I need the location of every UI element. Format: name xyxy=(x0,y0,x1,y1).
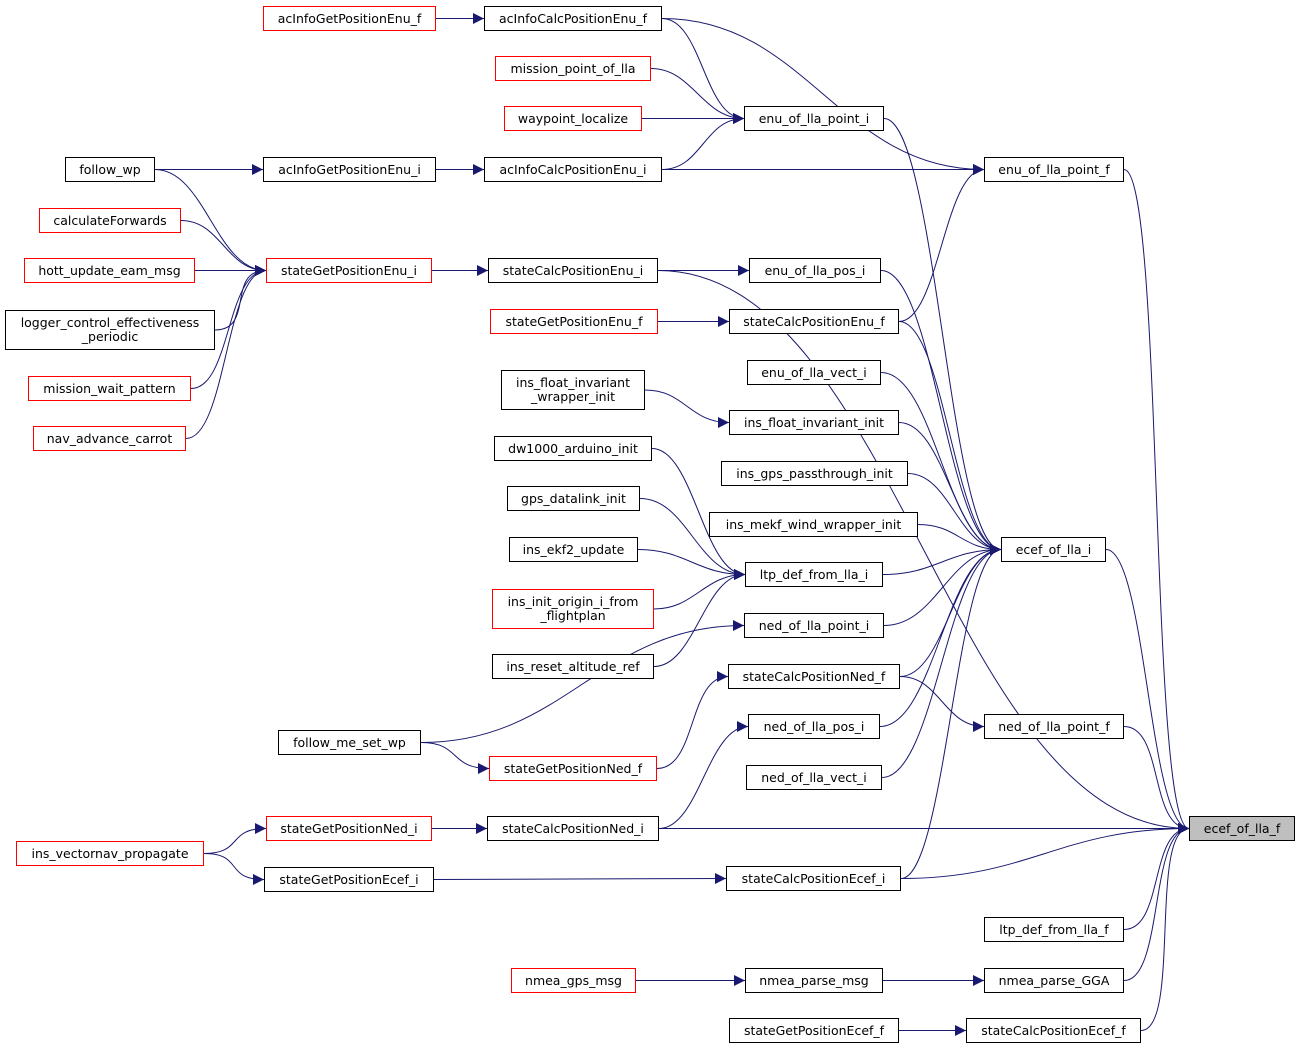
node-acinfocalcpositionenu-i[interactable]: acInfoCalcPositionEnu_i xyxy=(484,157,662,182)
edge-stategetpositionned-f-to-statecalcpositionned-f xyxy=(656,671,729,769)
node-acinfocalcpositionenu-f[interactable]: acInfoCalcPositionEnu_f xyxy=(484,6,662,31)
node-statecalcpositionecef-i[interactable]: stateCalcPositionEcef_i xyxy=(726,866,901,891)
node-ins-ekf2-update[interactable]: ins_ekf2_update xyxy=(509,537,638,562)
node-ins-float-invariant-wrapper-init[interactable]: ins_float_invariant _wrapper_init xyxy=(501,370,645,410)
node-ecef-of-lla-f: ecef_of_lla_f xyxy=(1189,816,1295,841)
node-ins-mekf-wind-wrapper-init[interactable]: ins_mekf_wind_wrapper_init xyxy=(709,512,918,537)
node-ins-float-invariant-init[interactable]: ins_float_invariant_init xyxy=(729,410,899,435)
edge-ecef-of-lla-i-to-ecef-of-lla-f xyxy=(1105,549,1190,834)
node-gps-datalink-init[interactable]: gps_datalink_init xyxy=(507,486,640,511)
node-stategetpositionned-f[interactable]: stateGetPositionNed_f xyxy=(489,756,657,781)
edge-ltp-def-from-lla-i-to-ecef-of-lla-i xyxy=(882,544,1002,575)
node-hott-update-eam-msg[interactable]: hott_update_eam_msg xyxy=(24,258,195,283)
edge-ins-vectornav-propagate-to-stategetpositionecef-i xyxy=(203,853,265,885)
edge-follow-me-set-wp-to-stategetpositionned-f xyxy=(420,742,490,774)
edge-statecalcpositionenu-i-to-ecef-of-lla-f xyxy=(657,270,1190,834)
node-ned-of-lla-point-i[interactable]: ned_of_lla_point_i xyxy=(744,613,884,638)
node-statecalcpositionecef-f[interactable]: stateCalcPositionEcef_f xyxy=(966,1018,1141,1043)
node-ecef-of-lla-i[interactable]: ecef_of_lla_i xyxy=(1001,537,1106,562)
node-statecalcpositionenu-i[interactable]: stateCalcPositionEnu_i xyxy=(488,258,658,283)
node-stategetpositionecef-f[interactable]: stateGetPositionEcef_f xyxy=(729,1018,899,1043)
node-acinfogetpositionenu-f[interactable]: acInfoGetPositionEnu_f xyxy=(263,6,436,31)
edge-statecalcpositionenu-f-to-ecef-of-lla-i xyxy=(898,321,1002,555)
node-nmea-gps-msg[interactable]: nmea_gps_msg xyxy=(511,968,636,993)
node-nmea-parse-msg[interactable]: nmea_parse_msg xyxy=(745,968,883,993)
node-follow-wp[interactable]: follow_wp xyxy=(65,157,155,182)
edge-enu-of-lla-point-f-to-ecef-of-lla-f xyxy=(1123,169,1190,834)
node-waypoint-localize[interactable]: waypoint_localize xyxy=(504,106,642,131)
edge-ins-reset-altitude-ref-to-ltp-def-from-lla-i xyxy=(653,569,746,667)
node-nmea-parse-gga[interactable]: nmea_parse_GGA xyxy=(984,968,1124,993)
node-follow-me-set-wp[interactable]: follow_me_set_wp xyxy=(278,730,421,755)
edge-acinfocalcpositionenu-f-to-enu-of-lla-point-i xyxy=(661,18,745,124)
node-enu-of-lla-point-f[interactable]: enu_of_lla_point_f xyxy=(984,157,1124,182)
edge-nav-advance-carrot-to-stategetpositionenu-i xyxy=(185,265,267,439)
edge-statecalcpositionenu-f-to-enu-of-lla-point-f xyxy=(898,164,985,322)
node-enu-of-lla-vect-i[interactable]: enu_of_lla_vect_i xyxy=(747,360,881,385)
node-ins-reset-altitude-ref[interactable]: ins_reset_altitude_ref xyxy=(492,654,654,679)
edge-ins-ekf2-update-to-ltp-def-from-lla-i xyxy=(637,549,746,580)
edge-statecalcpositionecef-i-to-ecef-of-lla-f xyxy=(900,823,1190,879)
node-ins-vectornav-propagate[interactable]: ins_vectornav_propagate xyxy=(16,841,204,866)
node-mission-wait-pattern[interactable]: mission_wait_pattern xyxy=(28,376,191,401)
edge-dw1000-arduino-init-to-ltp-def-from-lla-i xyxy=(651,448,746,580)
node-statecalcpositionned-i[interactable]: stateCalcPositionNed_i xyxy=(487,816,659,841)
node-ins-init-origin-i-from-flightplan[interactable]: ins_init_origin_i_from _flightplan xyxy=(492,589,654,629)
edge-ned-of-lla-vect-i-to-ecef-of-lla-i xyxy=(881,544,1002,778)
edge-mission-wait-pattern-to-stategetpositionenu-i xyxy=(190,265,267,389)
node-enu-of-lla-pos-i[interactable]: enu_of_lla_pos_i xyxy=(749,258,881,283)
node-ned-of-lla-vect-i[interactable]: ned_of_lla_vect_i xyxy=(746,765,882,790)
edge-ned-of-lla-point-i-to-ecef-of-lla-i xyxy=(883,544,1002,626)
edge-stategetpositionecef-i-to-statecalcpositionecef-i xyxy=(433,873,727,885)
edge-ins-float-invariant-wrapper-init-to-ins-float-invariant-init xyxy=(644,389,730,428)
edge-ned-of-lla-point-f-to-ecef-of-lla-f xyxy=(1123,726,1190,834)
node-stategetpositionenu-f[interactable]: stateGetPositionEnu_f xyxy=(490,309,658,334)
node-nav-advance-carrot[interactable]: nav_advance_carrot xyxy=(33,426,186,451)
edge-statecalcpositionned-f-to-ned-of-lla-point-f xyxy=(899,676,985,732)
node-ltp-def-from-lla-f[interactable]: ltp_def_from_lla_f xyxy=(984,917,1124,942)
node-statecalcpositionned-f[interactable]: stateCalcPositionNed_f xyxy=(728,664,900,689)
edge-follow-me-set-wp-to-ned-of-lla-point-i xyxy=(420,620,745,743)
node-dw1000-arduino-init[interactable]: dw1000_arduino_init xyxy=(494,436,652,461)
node-stategetpositionned-i[interactable]: stateGetPositionNed_i xyxy=(266,816,432,841)
edge-statecalcpositionecef-i-to-ecef-of-lla-i xyxy=(900,544,1002,879)
edge-ned-of-lla-pos-i-to-ecef-of-lla-i xyxy=(879,544,1002,727)
node-ned-of-lla-pos-i[interactable]: ned_of_lla_pos_i xyxy=(748,714,880,739)
edge-follow-wp-to-stategetpositionenu-i xyxy=(154,169,267,276)
edge-acinfocalcpositionenu-f-to-enu-of-lla-point-f xyxy=(661,18,985,175)
node-stategetpositionenu-i[interactable]: stateGetPositionEnu_i xyxy=(266,258,432,283)
edge-mission-point-of-lla-to-enu-of-lla-point-i xyxy=(650,68,745,124)
edge-statecalcpositionned-i-to-ned-of-lla-pos-i xyxy=(658,721,749,829)
node-acinfogetpositionenu-i[interactable]: acInfoGetPositionEnu_i xyxy=(263,157,436,182)
node-mission-point-of-lla[interactable]: mission_point_of_lla xyxy=(495,56,651,81)
edge-ins-vectornav-propagate-to-stategetpositionned-i xyxy=(203,823,267,854)
edge-enu-of-lla-point-i-to-ecef-of-lla-i xyxy=(883,118,1002,555)
edge-enu-of-lla-pos-i-to-ecef-of-lla-i xyxy=(880,270,1002,555)
node-ltp-def-from-lla-i[interactable]: ltp_def_from_lla_i xyxy=(745,562,883,587)
edge-acinfocalcpositionenu-i-to-enu-of-lla-point-i xyxy=(661,113,745,170)
node-stategetpositionecef-i[interactable]: stateGetPositionEcef_i xyxy=(264,867,434,892)
edge-ins-float-invariant-init-to-ecef-of-lla-i xyxy=(898,422,1002,555)
node-ned-of-lla-point-f[interactable]: ned_of_lla_point_f xyxy=(984,714,1124,739)
edge-calculateforwards-to-stategetpositionenu-i xyxy=(180,220,267,276)
node-enu-of-lla-point-i[interactable]: enu_of_lla_point_i xyxy=(744,106,884,131)
edge-nmea-parse-gga-to-ecef-of-lla-f xyxy=(1123,823,1190,981)
node-ins-gps-passthrough-init[interactable]: ins_gps_passthrough_init xyxy=(721,461,908,486)
edge-ltp-def-from-lla-f-to-ecef-of-lla-f xyxy=(1123,823,1190,930)
node-statecalcpositionenu-f[interactable]: stateCalcPositionEnu_f xyxy=(729,309,899,334)
edge-statecalcpositionecef-f-to-ecef-of-lla-f xyxy=(1140,823,1190,1031)
edge-gps-datalink-init-to-ltp-def-from-lla-i xyxy=(639,498,746,580)
node-calculateforwards[interactable]: calculateForwards xyxy=(39,208,181,233)
edge-ins-mekf-wind-wrapper-init-to-ecef-of-lla-i xyxy=(917,524,1002,555)
node-logger-control-effectiveness-periodic[interactable]: logger_control_effectiveness _periodic xyxy=(5,310,215,350)
edge-ins-gps-passthrough-init-to-ecef-of-lla-i xyxy=(907,473,1002,555)
edge-ins-init-origin-i-from-flightplan-to-ltp-def-from-lla-i xyxy=(653,569,746,610)
